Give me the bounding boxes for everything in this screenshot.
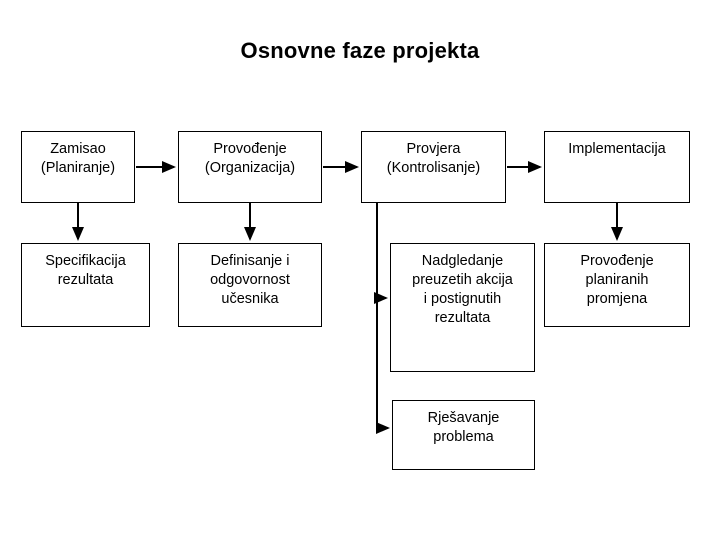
node-definisanje-odgovornost[interactable]: Definisanje i odgovornost učesnika [178,243,322,327]
node-provodjenje-organizacija[interactable]: Provođenje (Organizacija) [178,131,322,203]
node-provjera-kontrolisanje[interactable]: Provjera (Kontrolisanje) [361,131,506,203]
node-specifikacija-rezultata[interactable]: Specifikacija rezultata [21,243,150,327]
node-provodjenje-planiranih-promjena[interactable]: Provođenje planiranih promjena [544,243,690,327]
node-implementacija[interactable]: Implementacija [544,131,690,203]
node-nadgledanje-akcija[interactable]: Nadgledanje preuzetih akcija i postignut… [390,243,535,372]
node-rjesavanje-problema[interactable]: Rješavanje problema [392,400,535,470]
page-title: Osnovne faze projekta [240,38,480,63]
node-zamisao[interactable]: Zamisao (Planiranje) [21,131,135,203]
